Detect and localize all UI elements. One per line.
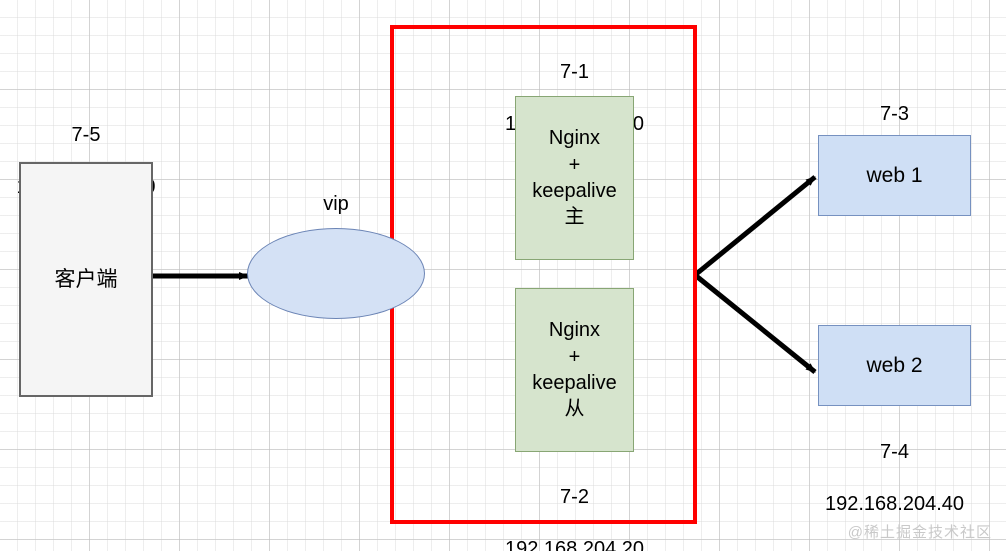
web1-label-id: 7-3	[880, 103, 909, 125]
web2-label-id: 7-4	[880, 441, 909, 463]
nginx-backup-line-2: +	[568, 345, 581, 368]
client-node[interactable]: 客户端	[19, 162, 153, 397]
vip-label-name: vip	[323, 193, 349, 215]
nginx-backup-line-1: Nginx	[548, 319, 601, 342]
client-label-id: 7-5	[71, 124, 101, 146]
web2-caption: web 2	[866, 353, 923, 377]
web2-label-ip: 192.168.204.40	[824, 493, 965, 515]
nginx-master-line-3: keepalive	[532, 180, 617, 202]
nginx-master-line-4: 主	[564, 206, 585, 229]
nginx-backup-line-4: 从	[564, 398, 585, 421]
watermark: @稀土掘金技术社区	[847, 524, 992, 541]
vip-node[interactable]	[247, 228, 425, 319]
web2-node[interactable]: web 2	[818, 325, 971, 406]
nginx-master-line-1: Nginx	[548, 127, 601, 150]
web2-label: 7-4 192.168.204.40	[782, 413, 1006, 543]
nginx-backup-label-id: 7-2	[560, 486, 589, 508]
client-caption: 客户端	[54, 267, 118, 291]
nginx-backup-label: 7-2 192.168.204.20	[462, 458, 687, 551]
nginx-master-node[interactable]: Nginx + keepalive 主	[515, 96, 634, 260]
arrow-cluster-to-web2	[693, 273, 817, 374]
nginx-backup-label-ip: 192.168.204.20	[504, 538, 645, 551]
nginx-master-label-id: 7-1	[560, 61, 589, 83]
nginx-backup-node[interactable]: Nginx + keepalive 从	[515, 288, 634, 452]
web1-caption: web 1	[866, 163, 923, 187]
web1-node[interactable]: web 1	[818, 135, 971, 216]
nginx-backup-line-3: keepalive	[532, 372, 617, 394]
nginx-master-line-2: +	[568, 153, 581, 176]
